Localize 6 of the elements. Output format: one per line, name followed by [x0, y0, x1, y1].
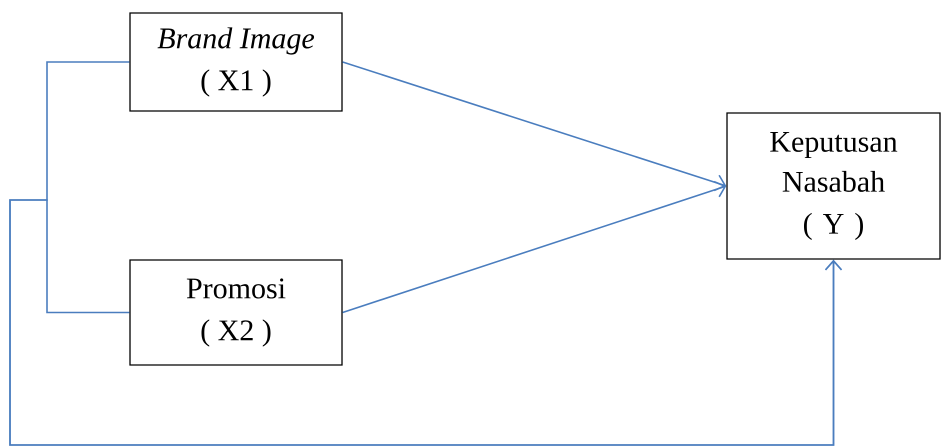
arrow	[342, 180, 726, 314]
arrow	[342, 61, 726, 192]
arrow	[9, 199, 842, 446]
variable-box: Keputusan Nasabah ( Y )	[726, 112, 941, 260]
variable-box: Promosi ( X2 )	[129, 259, 343, 366]
variable-box: Brand Image ( X1 )	[129, 12, 343, 112]
